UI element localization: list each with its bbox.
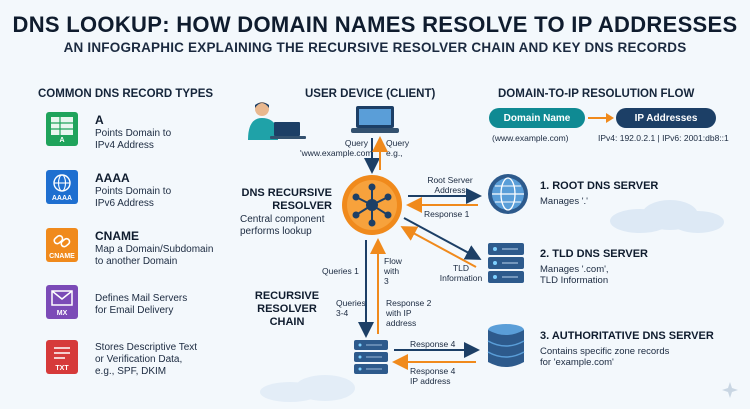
database-icon bbox=[487, 324, 525, 367]
document-icon: TXT bbox=[46, 340, 78, 374]
sparkle-icon bbox=[722, 382, 738, 398]
response-4-bottom-label: Response 4 IP address bbox=[410, 366, 456, 386]
resolver-server-icon bbox=[354, 340, 388, 374]
query-label-left: Query 'www.example.com' bbox=[300, 138, 375, 158]
cloud-icon bbox=[260, 375, 355, 402]
domain-name-pill: Domain Name bbox=[489, 108, 585, 128]
ip-addresses-pill: IP Addresses bbox=[616, 108, 716, 128]
root-arrow-label: Root Server Address bbox=[427, 175, 473, 195]
record-name: A bbox=[95, 113, 104, 127]
ip-example: IPv4: 192.0.2.1 | IPv6: 2001:db8::1 bbox=[598, 133, 729, 143]
record-desc: Defines Mail Servers for Email Delivery bbox=[95, 293, 188, 316]
link-icon: CNAME bbox=[46, 228, 78, 262]
records-heading: COMMON DNS RECORD TYPES bbox=[38, 88, 214, 100]
cloud-icon bbox=[610, 200, 724, 233]
auth-server-sub: Contains specific zone records for 'exam… bbox=[540, 346, 670, 368]
arrow-right-icon bbox=[588, 113, 614, 123]
response-1-label: Response 1 bbox=[424, 209, 470, 219]
laptop-icon bbox=[351, 106, 399, 133]
flow-heading: DOMAIN-TO-IP RESOLUTION FLOW bbox=[498, 88, 695, 100]
record-a: A bbox=[46, 112, 78, 146]
arrow-tld-back bbox=[400, 226, 477, 268]
globe-icon bbox=[488, 174, 528, 214]
person-at-laptop-icon bbox=[248, 102, 306, 140]
record-aaaa: AAAA bbox=[46, 170, 78, 204]
resolver-hub-icon bbox=[342, 175, 402, 235]
query-label-right: Query e.g., bbox=[386, 138, 410, 158]
record-mx: MX bbox=[46, 285, 78, 319]
flow-label: Flow with 3 bbox=[384, 256, 402, 286]
resolver-title: DNS RECURSIVE RESOLVER bbox=[241, 187, 332, 212]
root-server-sub: Manages '.' bbox=[540, 196, 588, 207]
tld-server-title: 2. TLD DNS SERVER bbox=[540, 248, 648, 260]
page-subtitle: AN INFOGRAPHIC EXPLAINING THE RECURSIVE … bbox=[63, 40, 687, 55]
domain-example: (www.example.com) bbox=[492, 133, 569, 143]
record-desc: Points Domain to IPv4 Address bbox=[95, 128, 172, 151]
queries-3-4-label: Queries 3-4 bbox=[336, 298, 366, 318]
client-heading: USER DEVICE (CLIENT) bbox=[305, 88, 436, 100]
record-txt: TXT bbox=[46, 340, 78, 374]
tld-server-sub: Manages '.com', TLD Information bbox=[540, 264, 609, 286]
arrow-tld-out bbox=[403, 217, 482, 260]
record-name: CNAME bbox=[95, 229, 139, 243]
queries-1-label: Queries 1 bbox=[322, 266, 359, 276]
record-desc: Stores Descriptive Text or Verification … bbox=[95, 342, 198, 377]
resolver-desc: Central component performs lookup bbox=[240, 214, 325, 237]
auth-server-title: 3. AUTHORITATIVE DNS SERVER bbox=[540, 330, 714, 342]
record-icon-tag: TXT bbox=[55, 365, 69, 372]
record-icon-tag: MX bbox=[56, 310, 68, 317]
page-title: DNS LOOKUP: HOW DOMAIN NAMES RESOLVE TO … bbox=[12, 12, 738, 37]
globe-icon: AAAA bbox=[46, 170, 78, 204]
sheet-icon: A bbox=[46, 112, 78, 146]
record-icon-tag: A bbox=[59, 137, 65, 144]
response-2-label: Response 2 with IP address bbox=[386, 298, 432, 328]
record-desc: Points Domain to IPv6 Address bbox=[95, 186, 172, 209]
record-icon-tag: AAAA bbox=[51, 195, 73, 202]
tld-arrow-label: TLD Information bbox=[439, 263, 483, 283]
record-icon-tag: CNAME bbox=[49, 253, 75, 260]
root-server-title: 1. ROOT DNS SERVER bbox=[540, 180, 659, 192]
chain-title: RECURSIVE RESOLVER CHAIN bbox=[254, 290, 320, 328]
record-desc: Map a Domain/Subdomain to another Domain bbox=[95, 244, 214, 267]
envelope-icon: MX bbox=[46, 285, 78, 319]
server-rack-icon bbox=[488, 243, 524, 283]
record-name: AAAA bbox=[95, 171, 130, 185]
record-cname: CNAME bbox=[46, 228, 78, 262]
response-4-top-label: Response 4 bbox=[410, 339, 456, 349]
